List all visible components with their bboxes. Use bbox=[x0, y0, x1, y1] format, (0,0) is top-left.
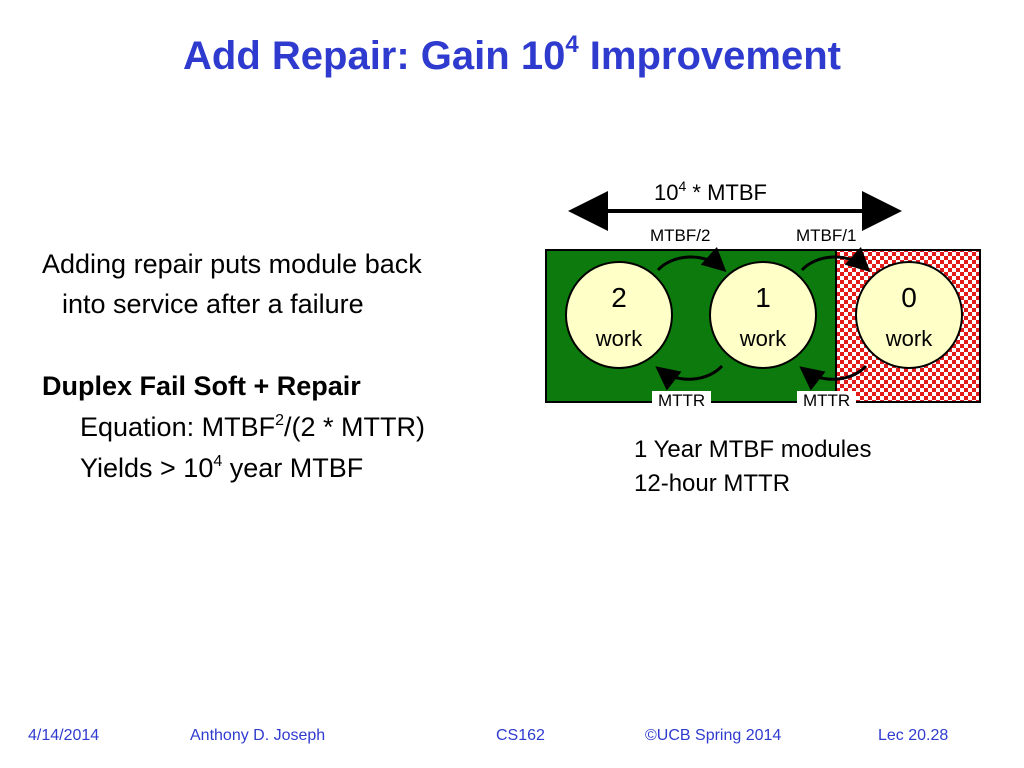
body-line-2: into service after a failure bbox=[62, 289, 364, 319]
state-2-circle bbox=[565, 261, 673, 369]
body-line-1: Adding repair puts module back bbox=[42, 249, 422, 279]
footer-lecture: Lec 20.28 bbox=[878, 727, 949, 744]
footer-date: 4/14/2014 bbox=[28, 727, 100, 744]
span-label: 104 * MTBF bbox=[654, 178, 767, 205]
state-0-number: 0 bbox=[901, 282, 917, 313]
body-equation: Equation: MTBF2/(2 * MTTR) bbox=[80, 412, 425, 442]
body-yields: Yields > 104 year MTBF bbox=[80, 453, 364, 483]
mtbf-2-label: MTBF/2 bbox=[644, 226, 717, 246]
footer-course: CS162 bbox=[496, 727, 545, 744]
transition-2-to-1 bbox=[656, 246, 727, 273]
mttr-label-2: MTTR bbox=[797, 391, 857, 411]
transition-1-to-0 bbox=[800, 246, 871, 273]
state-2-number: 2 bbox=[611, 282, 627, 313]
state-1-word: work bbox=[739, 326, 787, 351]
footer-author: Anthony D. Joseph bbox=[190, 727, 326, 744]
footer-copyright: ©UCB Spring 2014 bbox=[645, 727, 782, 744]
slide-title: Add Repair: Gain 104 Improvement bbox=[183, 31, 841, 79]
state-0-word: work bbox=[885, 326, 933, 351]
note-mtbf: 1 Year MTBF modules bbox=[634, 436, 872, 463]
body-heading: Duplex Fail Soft + Repair bbox=[42, 371, 361, 401]
mttr-label-1: MTTR bbox=[652, 391, 712, 411]
state-1-number: 1 bbox=[755, 282, 771, 313]
repair-1-to-2 bbox=[655, 364, 724, 391]
repair-0-to-1 bbox=[799, 364, 868, 391]
state-1-circle bbox=[709, 261, 817, 369]
note-mttr: 12-hour MTTR bbox=[634, 470, 791, 497]
state-2-word: work bbox=[595, 326, 643, 351]
mtbf-1-label: MTBF/1 bbox=[790, 226, 863, 246]
state-0-circle bbox=[855, 261, 963, 369]
